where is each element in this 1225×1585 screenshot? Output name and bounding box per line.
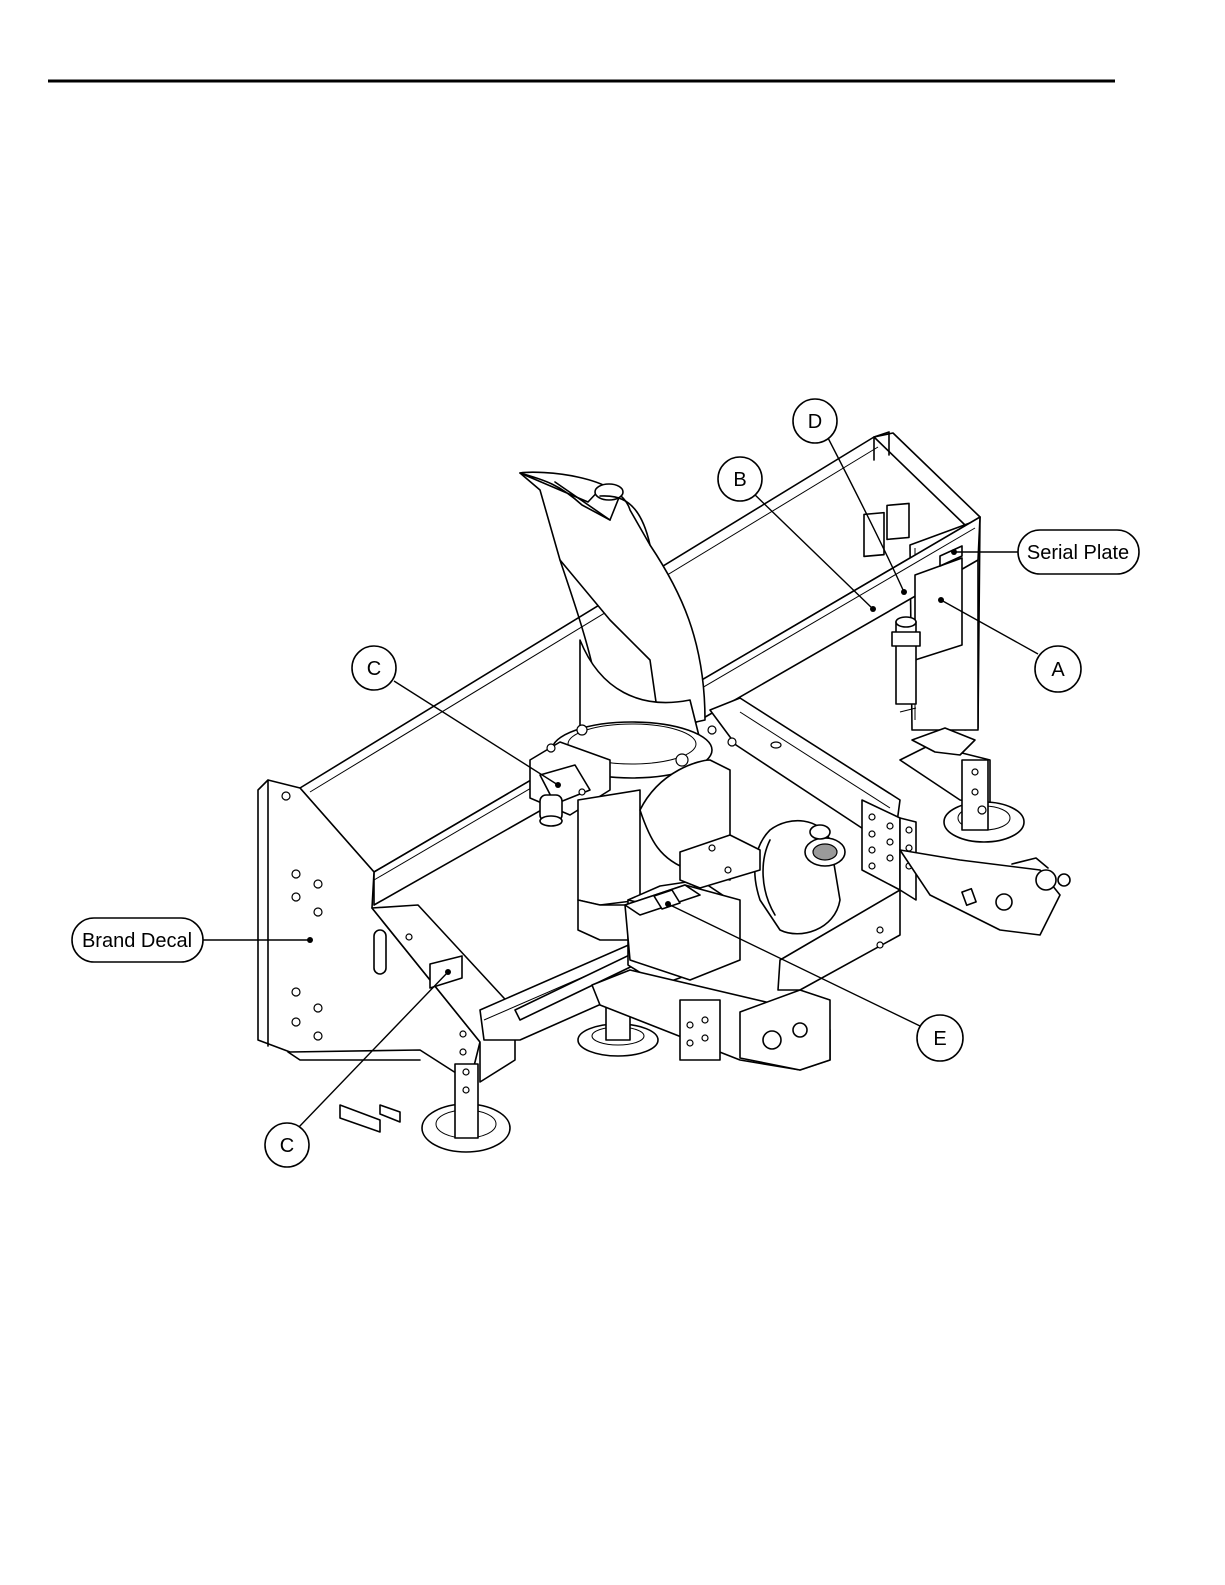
right-lower-link [900,850,1060,935]
callout-b-label: B [733,469,746,491]
decal-d [887,503,909,539]
callout-serial-plate-label: Serial Plate [1027,542,1129,564]
callout-d-label: D [808,411,822,433]
callout-brand-decal-label: Brand Decal [82,930,192,952]
callout-c-lower-label: C [280,1135,294,1157]
decal-a [915,558,962,660]
fan-housing [578,790,640,905]
left-skid [340,1105,380,1132]
callout-a-label: A [1051,659,1065,681]
callout-c-upper-label: C [367,658,381,680]
decal-b [864,513,884,557]
callout-e-label: E [933,1028,946,1050]
